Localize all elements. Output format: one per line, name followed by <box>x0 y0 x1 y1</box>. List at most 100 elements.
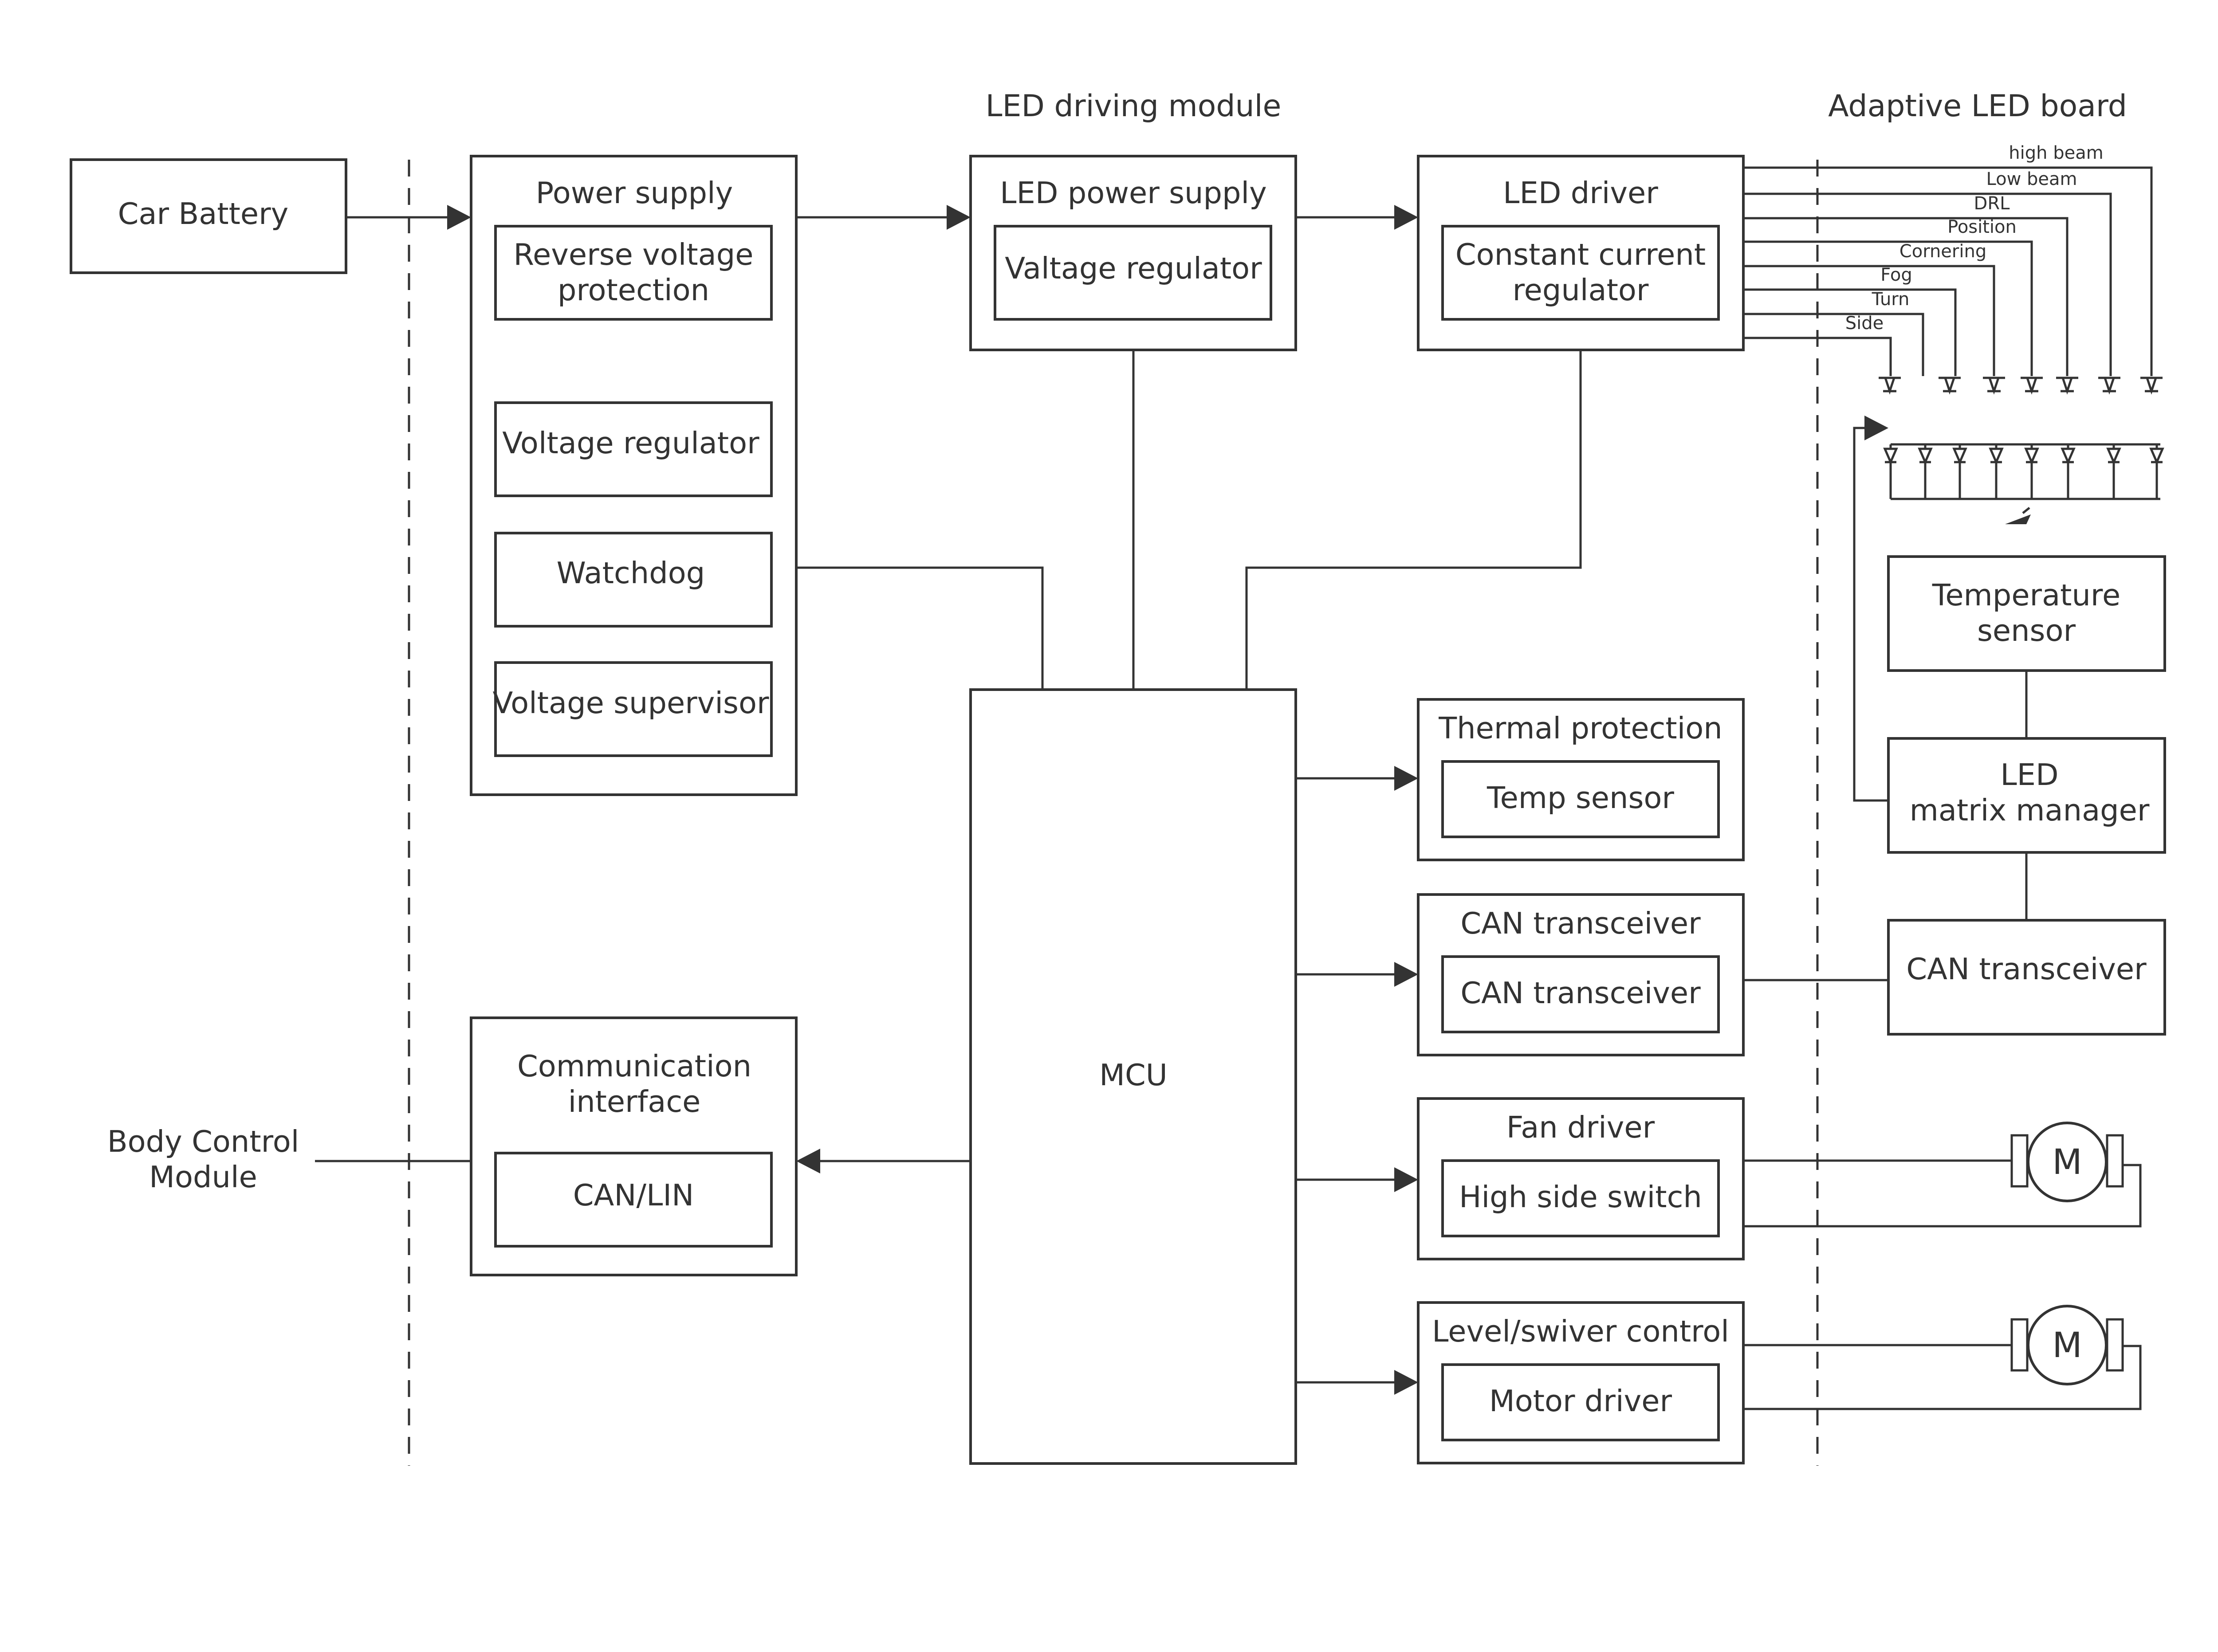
label-drl: DRL <box>1974 193 2010 214</box>
mcu-to-comm-arrow <box>796 1149 820 1173</box>
constant-current-regulator-box <box>1441 225 1720 321</box>
led-matrix-manager-line2: matrix manager <box>1910 793 2150 828</box>
line-turn <box>1743 313 1924 376</box>
mcu-to-thermal-arrow <box>1394 766 1418 791</box>
mcu-to-can-arrow <box>1394 962 1418 987</box>
light-output-arrow <box>2005 514 2031 524</box>
upper-led-row <box>1879 377 2163 395</box>
led-icon <box>1989 444 2004 499</box>
reverse-voltage-line2: protection <box>558 273 709 307</box>
line-drl <box>1743 217 2069 376</box>
temp-sensor-label: Temp sensor <box>1487 781 1674 815</box>
matrix-to-led-string-arrow <box>1864 416 1888 440</box>
car-battery-label: Car Battery <box>118 196 289 231</box>
mcu-label: MCU <box>1099 1058 1168 1092</box>
motor-driver-label: Motor driver <box>1489 1384 1672 1418</box>
header-led-driving-module: LED driving module <box>986 89 1282 124</box>
led-icon <box>2056 377 2078 395</box>
label-high-beam: high beam <box>2009 143 2103 163</box>
ledpower-to-driver-arrow <box>1394 205 1418 230</box>
reverse-voltage-box <box>494 225 773 321</box>
can-transceiver-inner-label: CAN transceiver <box>1460 976 1701 1010</box>
can-transceiver-board-box <box>1887 919 2166 1036</box>
line-side <box>1743 337 1892 376</box>
line-low-beam <box>1743 192 2112 376</box>
led-icon <box>2024 444 2039 499</box>
fan-motor-icon <box>2027 1122 2108 1202</box>
constant-current-line1: Constant current <box>1455 237 1706 272</box>
level-motor-right-brush <box>2106 1318 2124 1372</box>
level-motor-left-brush <box>2010 1318 2029 1372</box>
led-icon <box>1879 377 1901 395</box>
voltage-regulator-label: Voltage regulator <box>502 426 759 460</box>
high-side-switch-box <box>1441 1159 1720 1237</box>
label-turn: Turn <box>1872 289 1910 310</box>
level-motor-label: M <box>2052 1326 2082 1366</box>
fan-driver-title: Fan driver <box>1506 1110 1655 1145</box>
temperature-sensor-line1: Temperature <box>1932 578 2120 612</box>
label-fog: Fog <box>1880 265 1912 285</box>
level-motor-icon <box>2027 1305 2108 1385</box>
led-icon <box>1952 444 1967 499</box>
watchdog-label: Watchdog <box>557 556 705 590</box>
voltage-supervisor-box <box>494 661 773 757</box>
temp-sensor-box <box>1441 760 1720 838</box>
label-cornering: Cornering <box>1899 241 1986 262</box>
body-control-module-line1: Body Control <box>107 1124 299 1159</box>
constant-current-line2: regulator <box>1513 273 1649 307</box>
communication-interface-line1: Communication <box>517 1049 751 1083</box>
voltage-supervisor-label: Voltage supervisor <box>493 686 769 720</box>
led-icon <box>1918 444 1933 499</box>
label-position: Position <box>1947 217 2017 237</box>
line-position <box>1743 240 2033 376</box>
high-side-switch-label: High side switch <box>1459 1180 1702 1214</box>
driver-to-mcu-line <box>1245 350 1582 690</box>
communication-interface-line2: interface <box>568 1084 701 1119</box>
fan-motor-left-brush <box>2010 1134 2029 1188</box>
valtage-regulator-label: Valtage regulator <box>1005 251 1262 286</box>
header-adaptive-led-board: Adaptive LED board <box>1828 89 2127 124</box>
led-power-supply-title: LED power supply <box>1000 176 1267 210</box>
light-output-tick <box>2022 507 2030 514</box>
temperature-sensor-box <box>1887 555 2166 672</box>
led-icon <box>2149 444 2164 499</box>
matrix-to-led-string-line <box>1853 427 1888 802</box>
voltage-regulator-box <box>494 401 773 497</box>
led-icon <box>2021 377 2043 395</box>
fan-motor-label: M <box>2052 1142 2082 1182</box>
motor-driver-box <box>1441 1363 1720 1441</box>
led-icon <box>1939 377 1961 395</box>
led-matrix-manager-line1: LED <box>2000 757 2058 792</box>
power-to-ledpower-arrow <box>947 205 971 230</box>
line-cornering <box>1743 265 1995 376</box>
mcu-box <box>969 688 1297 1465</box>
valtage-regulator-box <box>994 225 1272 321</box>
led-icon <box>2061 444 2076 499</box>
can-transceiver-inner-box <box>1441 955 1720 1033</box>
reverse-voltage-line1: Reverse voltage <box>514 237 754 272</box>
fan-motor-right-brush <box>2106 1134 2124 1188</box>
fan-wire-bottom <box>1743 1164 2142 1228</box>
led-icon <box>2140 377 2163 395</box>
label-low-beam: Low beam <box>1986 169 2077 189</box>
led-icon <box>2106 444 2121 499</box>
can-lin-label: CAN/LIN <box>573 1178 694 1213</box>
battery-to-power-arrow <box>447 205 471 230</box>
line-fog <box>1743 288 1957 376</box>
watchdog-box <box>494 532 773 628</box>
can-lin-box <box>494 1152 773 1248</box>
thermal-protection-title: Thermal protection <box>1438 711 1722 746</box>
temperature-sensor-line2: sensor <box>1977 613 2076 648</box>
can-transceiver-module-title: CAN transceiver <box>1460 906 1701 941</box>
line-high-beam <box>1743 166 2153 376</box>
led-icon <box>1983 377 2005 395</box>
level-control-title: Level/swiver control <box>1432 1314 1729 1349</box>
led-driver-title: LED driver <box>1503 176 1658 210</box>
level-wire-bottom <box>1743 1345 2142 1410</box>
body-control-module-line2: Module <box>149 1160 257 1194</box>
power-supply-title: Power supply <box>536 176 733 210</box>
mcu-to-level-arrow <box>1394 1370 1418 1395</box>
can-transceiver-board-label: CAN transceiver <box>1906 952 2147 986</box>
car-battery-box <box>70 158 347 274</box>
